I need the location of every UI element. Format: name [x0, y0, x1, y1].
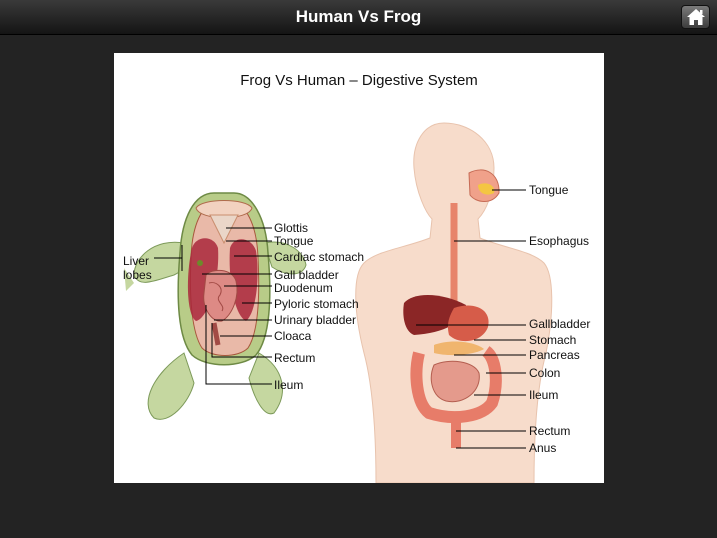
- label-frog-ileum: Ileum: [274, 378, 304, 392]
- label-pyloric-stomach: Pyloric stomach: [274, 297, 359, 311]
- label-anus: Anus: [529, 441, 557, 455]
- label-stomach: Stomach: [529, 333, 577, 347]
- frog-leader-lines: [154, 227, 272, 385]
- label-colon: Colon: [529, 366, 561, 380]
- label-cloaca: Cloaca: [274, 329, 312, 343]
- label-frog-tongue: Tongue: [274, 234, 314, 248]
- label-human-tongue: Tongue: [529, 183, 569, 197]
- label-gall-bladder: Gall bladder: [274, 268, 339, 282]
- label-human-ileum: Ileum: [529, 388, 559, 402]
- home-button[interactable]: [681, 5, 710, 29]
- label-liver-lobes-2: lobes: [123, 268, 152, 282]
- label-liver-lobes-1: Liver: [123, 254, 150, 268]
- frog-illustration: [124, 192, 307, 420]
- app-title: Human Vs Frog: [295, 7, 422, 26]
- label-esophagus: Esophagus: [529, 234, 590, 248]
- label-frog-rectum: Rectum: [274, 351, 316, 365]
- home-icon: [686, 9, 705, 25]
- human-leader-lines: [416, 189, 526, 449]
- figure-title: Frog Vs Human – Digestive System: [240, 72, 478, 89]
- label-glottis: Glottis: [274, 221, 309, 235]
- label-duodenum: Duodenum: [274, 281, 333, 295]
- top-bar: Human Vs Frog: [0, 0, 717, 35]
- label-gallbladder: Gallbladder: [529, 317, 591, 331]
- label-cardiac-stomach: Cardiac stomach: [274, 250, 365, 264]
- digestive-diagram: [124, 122, 553, 483]
- label-human-rectum: Rectum: [529, 424, 571, 438]
- diagram-panel: Frog Vs Human – Digestive System Glottis…: [114, 53, 604, 483]
- label-urinary-bladder: Urinary bladder: [274, 313, 357, 327]
- human-illustration: [355, 122, 553, 483]
- label-pancreas: Pancreas: [529, 348, 580, 362]
